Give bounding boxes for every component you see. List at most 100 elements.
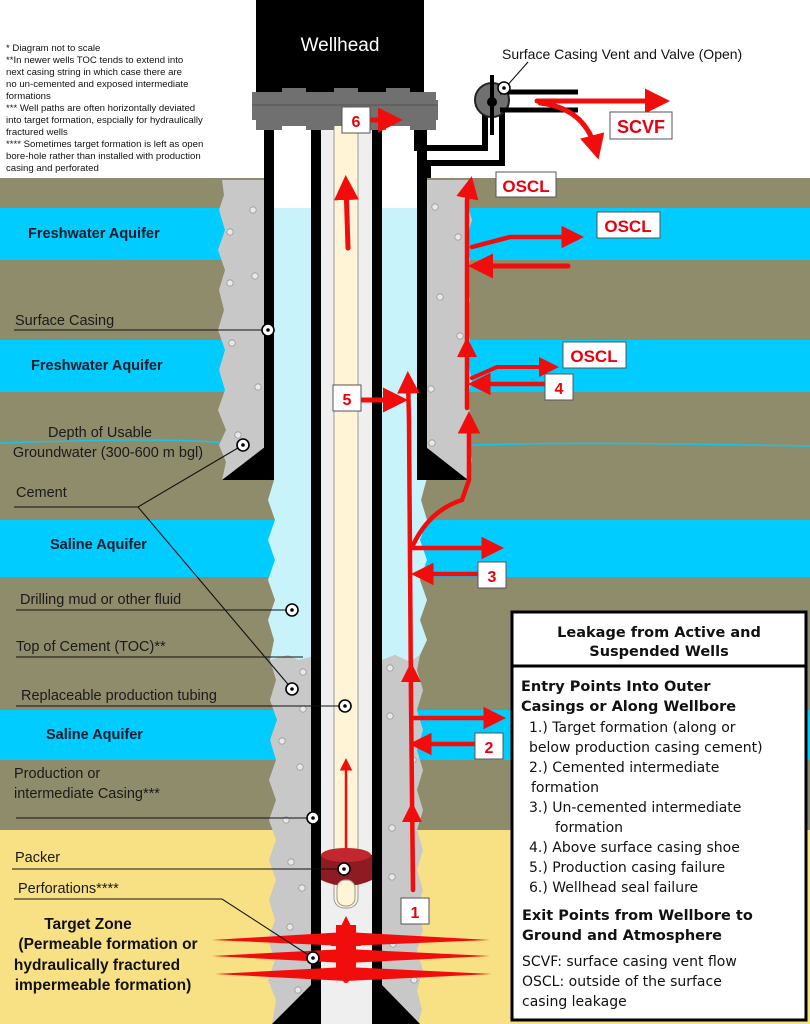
target-zone-line: (Permeable formation or bbox=[18, 936, 197, 953]
layer-labels: Freshwater Aquifer Freshwater Aquifer Sa… bbox=[28, 226, 163, 743]
svg-text:OSCL: OSCL bbox=[502, 177, 549, 196]
freshwater-aquifer-label-2: Freshwater Aquifer bbox=[31, 358, 163, 374]
note-line: into target formation, espcially for hyd… bbox=[6, 115, 203, 126]
note-line: next casing string in which case there a… bbox=[6, 67, 182, 78]
exit-item: casing leakage bbox=[522, 994, 627, 1010]
svg-text:OSCL: OSCL bbox=[604, 217, 651, 236]
vent-valve-label: Surface Casing Vent and Valve (Open) bbox=[502, 46, 742, 62]
entry-tag-1: 1 bbox=[400, 897, 430, 925]
entry-tag-5: 5 bbox=[332, 384, 362, 412]
perforation-fractures bbox=[212, 925, 492, 981]
entry-item: 3.) Un-cemented intermediate bbox=[529, 800, 741, 816]
entry-heading-line-1: Entry Points Into Outer bbox=[521, 679, 711, 695]
oscl-outflow-1 bbox=[469, 225, 584, 250]
scvf-tag: SCVF bbox=[609, 111, 673, 140]
shoe-bypass-flow bbox=[410, 411, 481, 548]
target-zone-line: hydraulically fractured bbox=[14, 957, 180, 974]
note-line: **In newer wells TOC tends to extend int… bbox=[6, 55, 183, 66]
note-line: * Diagram not to scale bbox=[6, 43, 100, 54]
svg-text:6: 6 bbox=[352, 114, 361, 131]
note-line: *** Well paths are often horizontally de… bbox=[6, 103, 195, 114]
saline-aquifer-label-1: Saline Aquifer bbox=[50, 537, 147, 553]
note-line: formations bbox=[6, 91, 51, 102]
exit-item: OSCL: outside of the surface bbox=[522, 974, 722, 990]
packer-label: Packer bbox=[15, 850, 60, 866]
cement-label: Cement bbox=[16, 485, 67, 501]
legend-title-line-1: Leakage from Active and bbox=[557, 625, 761, 641]
production-cement-left bbox=[268, 655, 311, 1024]
surface-casing-label: Surface Casing bbox=[15, 313, 114, 329]
entry-item: 2.) Cemented intermediate bbox=[529, 760, 719, 776]
wellhead-body bbox=[256, 0, 424, 92]
entry-item: 5.) Production casing failure bbox=[529, 860, 725, 876]
surface-casing-vent: Surface Casing Vent and Valve (Open) bbox=[414, 46, 742, 178]
exit-heading-line-2: Ground and Atmosphere bbox=[522, 928, 722, 944]
legend-box: Leakage from Active and Suspended Wells … bbox=[510, 610, 808, 1022]
note-line: bore-hole rather than installed with pro… bbox=[6, 151, 201, 162]
entry-item: below production casing cement) bbox=[529, 740, 763, 756]
groundwater-label-line-2: Groundwater (300-600 m bgl) bbox=[13, 445, 203, 461]
exit-item: SCVF: surface casing vent flow bbox=[522, 954, 737, 970]
surface-casing-left-wall bbox=[264, 118, 274, 480]
entry-tag-4: 4 bbox=[544, 373, 574, 401]
toc-label: Top of Cement (TOC)** bbox=[16, 639, 166, 655]
exit-heading-line-1: Exit Points from Wellbore to bbox=[522, 908, 753, 924]
surface-cement-right bbox=[427, 180, 472, 478]
note-line: fractured wells bbox=[6, 127, 68, 138]
oscl-tag-1: OSCL bbox=[495, 171, 557, 198]
annulus-white-right bbox=[382, 118, 417, 208]
note-line: casing and perforated bbox=[6, 163, 99, 174]
target-zone-label: Target Zone (Permeable formation or hydr… bbox=[14, 916, 198, 994]
tubing-label: Replaceable production tubing bbox=[21, 688, 217, 704]
scvf-arrow-down bbox=[537, 100, 605, 160]
leakage-flow-arrows bbox=[331, 88, 670, 983]
callout-markers bbox=[236, 323, 352, 965]
surface-casing-shoe-right bbox=[417, 440, 468, 480]
annulus-flow-main bbox=[397, 371, 420, 893]
casing-label-line-1: Production or bbox=[14, 766, 100, 782]
saline-aquifer-label-2: Saline Aquifer bbox=[46, 727, 143, 743]
legend-title-line-2: Suspended Wells bbox=[589, 644, 728, 660]
drilling-mud-left bbox=[268, 208, 311, 660]
surface-casing-right-wall bbox=[417, 118, 427, 480]
note-line: no un-cemented and exposed intermediate bbox=[6, 79, 188, 90]
perforations-label: Perforations**** bbox=[18, 881, 119, 897]
entry-item: formation bbox=[555, 820, 623, 836]
svg-text:2: 2 bbox=[485, 740, 494, 757]
wellhead-label: Wellhead bbox=[301, 35, 380, 56]
svg-text:3: 3 bbox=[488, 569, 497, 586]
production-casing-left-wall bbox=[311, 118, 321, 1024]
svg-text:1: 1 bbox=[411, 905, 420, 922]
production-cement-right bbox=[382, 655, 423, 1024]
oscl-tag-3: OSCL bbox=[562, 341, 627, 369]
annulus-white-left bbox=[274, 118, 311, 208]
cement-aggregate-dots bbox=[226, 203, 464, 994]
oscl-tag-2: OSCL bbox=[596, 211, 661, 239]
production-casing-shoe-right bbox=[382, 985, 420, 1024]
entry-item: 4.) Above surface casing shoe bbox=[529, 840, 740, 856]
entry-tag-3: 3 bbox=[477, 561, 507, 589]
casings bbox=[222, 118, 468, 1024]
component-labels: Surface Casing Depth of Usable Groundwat… bbox=[13, 313, 217, 897]
drilling-mud-label: Drilling mud or other fluid bbox=[20, 592, 181, 608]
production-casing-shoe-left bbox=[272, 985, 311, 1024]
note-line: **** Sometimes target formation is left … bbox=[6, 139, 203, 150]
svg-text:OSCL: OSCL bbox=[570, 347, 617, 366]
svg-text:4: 4 bbox=[555, 381, 564, 398]
entry-tags: 1 2 3 4 5 6 bbox=[332, 106, 574, 925]
surface-casing-shoe-left bbox=[222, 440, 274, 480]
callout-leaders bbox=[12, 329, 345, 959]
svg-text:SCVF: SCVF bbox=[617, 117, 665, 137]
entry-item: 1.) Target formation (along or bbox=[529, 720, 736, 736]
entry-item: formation bbox=[531, 780, 599, 796]
entry-tag-2: 2 bbox=[474, 732, 504, 760]
packer bbox=[321, 848, 372, 907]
exit-tags: SCVF OSCL OSCL OSCL bbox=[495, 111, 673, 369]
target-zone-line: Target Zone bbox=[44, 916, 132, 933]
casing-label-line-2: intermediate Casing*** bbox=[14, 786, 160, 802]
entry-tag-6: 6 bbox=[341, 106, 371, 134]
freshwater-aquifer-label-1: Freshwater Aquifer bbox=[28, 226, 160, 242]
entry-item: 6.) Wellhead seal failure bbox=[529, 880, 698, 896]
tubing-flow-top bbox=[333, 175, 359, 251]
